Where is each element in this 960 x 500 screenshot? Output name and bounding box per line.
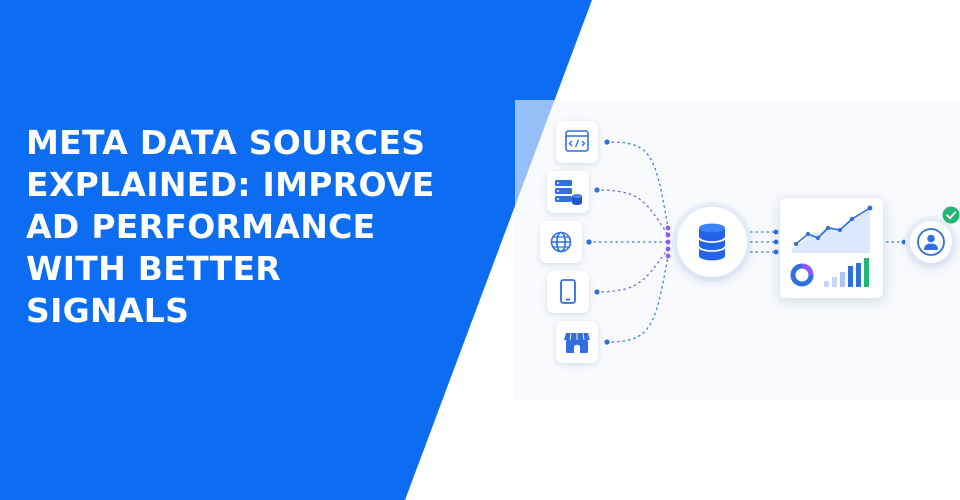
database-icon (698, 223, 726, 261)
globe-icon (550, 231, 572, 253)
database-hub (672, 202, 752, 282)
headline: META DATA SOURCES EXPLAINED: IMPROVE AD … (26, 122, 456, 332)
headline-line-3: AD PERFORMANCE (26, 207, 376, 246)
bar-chart-icon (824, 258, 869, 287)
headline-line-4: WITH BETTER (26, 249, 282, 288)
store-icon (564, 332, 590, 353)
source-code-tile (556, 121, 598, 163)
headline-line-1: META DATA SOURCES (26, 123, 426, 162)
source-server-tile (547, 171, 589, 213)
source-mobile-tile (547, 271, 589, 313)
server-database-icon (555, 180, 582, 205)
check-badge (942, 206, 960, 224)
source-connectors (588, 141, 669, 343)
headline-line-5: SIGNALS (26, 291, 190, 330)
user-node (905, 216, 957, 268)
smartphone-icon (560, 279, 576, 304)
source-web-tile (540, 221, 582, 263)
donut-chart-icon (790, 263, 814, 287)
line-chart-icon (792, 205, 873, 253)
hub-to-dashboard-connectors (750, 229, 779, 255)
headline-line-2: EXPLAINED: IMPROVE (26, 165, 435, 204)
code-window-icon (565, 130, 589, 152)
source-store-tile (556, 321, 598, 363)
user-icon (924, 234, 938, 250)
user-icon-ring (917, 228, 945, 256)
check-icon (946, 211, 957, 220)
connector-dots (586, 139, 671, 345)
analytics-dashboard-card (780, 198, 883, 298)
